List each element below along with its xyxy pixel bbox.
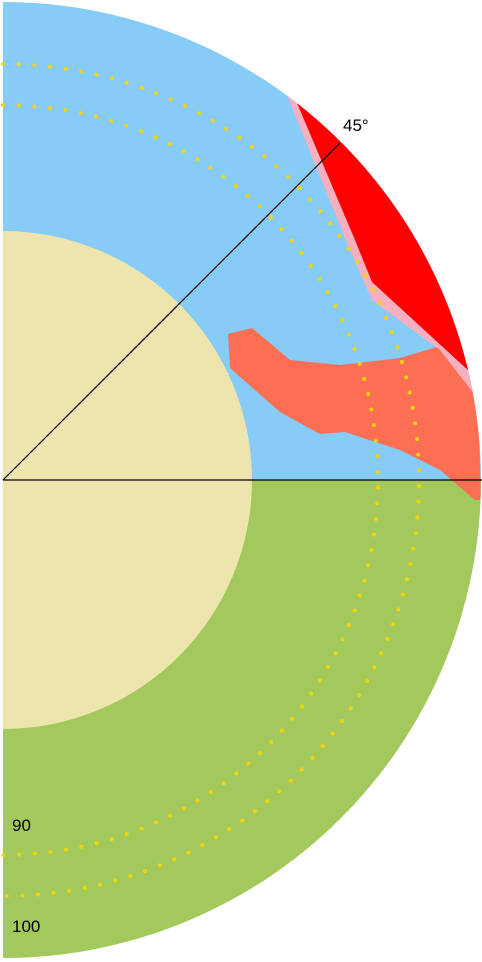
- dotted-circle-outer-label: 100: [12, 917, 40, 936]
- dotted-circle-outer: [1, 62, 421, 898]
- pink-region: [287, 95, 475, 395]
- salmon-region: [228, 328, 481, 500]
- red-region: [297, 103, 470, 372]
- dotted-circle-inner-label: 90: [12, 816, 31, 835]
- angle-label: 45°: [343, 116, 369, 135]
- diagonal-45-line: [2, 142, 341, 481]
